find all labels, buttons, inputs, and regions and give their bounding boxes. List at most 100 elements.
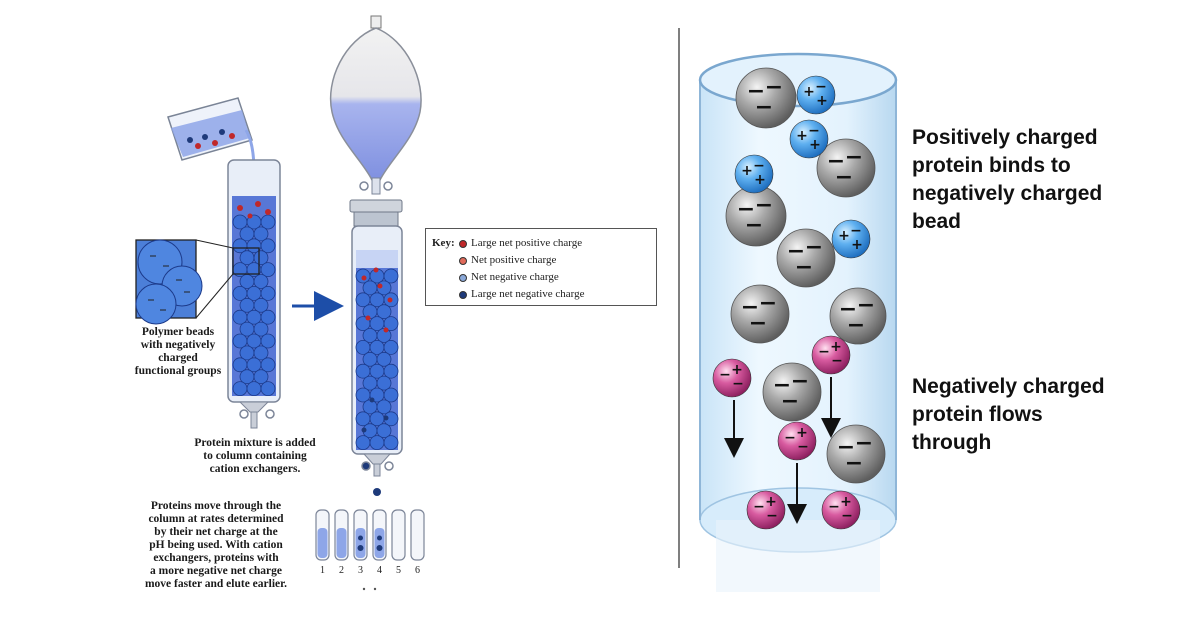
negative-bead: −−− [829,287,887,345]
polymer-bead [260,333,276,349]
elution-caption-line: pH being used. With cation [149,539,283,551]
charge-sign: − [827,149,845,174]
collection-tube [372,509,387,561]
key-swatch [459,274,467,282]
charge-sign: − [755,95,773,120]
positive-label-line: Positively charged [912,126,1098,149]
charge-sign: − [845,145,863,170]
charge-sign: − [753,158,765,174]
polymer-bead [383,339,399,355]
collection-tubes [315,509,425,561]
charge-sign: − [845,451,863,476]
polymer-bead [383,268,399,284]
charge-sign: − [753,499,765,515]
elution-caption: Proteins move through the column at rate… [128,500,304,591]
charge-sign: + [731,362,743,378]
key-swatch [459,257,467,265]
key-item-label: Large net negative charge [471,288,585,300]
key-title: Key: [432,237,455,249]
tube-number: 1 [320,565,325,576]
charge-sign: − [850,223,862,239]
polymer-bead [383,316,399,332]
charge-sign: − [773,373,791,398]
mixture-caption-line: Protein mixture is added [194,437,316,449]
beads-caption-line: charged [158,352,198,364]
polymer-bead [355,435,371,451]
polymer-bead [376,399,392,415]
charge-sign: − [755,193,773,218]
polymer-bead [260,238,276,254]
key-item: Large net negative charge [459,288,585,300]
charge-sign: − [747,79,765,104]
beads-caption-line: functional groups [134,365,222,377]
negative-protein: −+− [821,490,861,530]
collection-tube [315,509,330,561]
charge-sign: + [838,228,850,244]
polymer-bead [253,297,269,313]
key-swatch [459,240,467,248]
polymer-bead [369,435,385,451]
ion-exchange-column-left [227,159,281,429]
key-item-label: Net positive charge [471,254,557,266]
collection-tube [353,509,368,561]
charge-sign: + [840,494,852,510]
polymer-bead [376,351,392,367]
negative-bead: −−− [730,284,790,344]
charge-sign: − [841,508,853,524]
charge-sign: − [787,239,805,264]
charge-sign: − [855,431,873,456]
positive-label-line: protein binds to [912,154,1071,177]
polymer-bead [260,262,276,278]
positive-protein: +−+ [831,219,871,259]
charge-sign: − [857,293,875,318]
negative-protein: −+− [746,490,786,530]
charge-sign: − [837,435,855,460]
polymer-bead [260,285,276,301]
elution-caption-line: column at rates determined [148,513,284,525]
charge-sign: − [745,213,763,238]
charge-sign: − [791,369,809,394]
beads-caption: Polymer beads with negatively charged fu… [118,326,238,378]
charge-sign: − [759,291,777,316]
polymer-bead [376,304,392,320]
key-item-label: Large net positive charge [471,237,583,249]
charge-sign: − [808,123,820,139]
charge-sign: − [784,430,796,446]
separatory-funnel [329,15,422,227]
negative-label-line: Negatively charged [912,375,1105,398]
beads-caption-line: with negatively [140,339,216,351]
positive-label-line: negatively charged [912,182,1103,205]
charge-sign: + [809,137,821,153]
key-item: Net negative charge [459,271,559,283]
elution-caption-line: a more negative net charge [150,565,282,577]
negative-protein: −+− [811,335,851,375]
charge-sign: + [796,425,808,441]
charge-sign: − [805,235,823,260]
polymer-bead [253,369,269,385]
elution-caption-line: Proteins move through the [150,500,282,512]
polymer-bead [232,381,248,397]
negative-protein: −+− [712,358,752,398]
charge-sign: + [765,494,777,510]
polymer-bead [253,321,269,337]
polymer-bead [260,357,276,373]
charge-sign: + [803,84,815,100]
collection-tube [410,509,425,561]
polymer-bead [376,375,392,391]
negative-bead: −−− [735,67,797,129]
beads-caption-line: Polymer beads [141,326,215,338]
mixture-caption-line: to column containing [203,450,307,462]
negative-bead: −−− [776,228,836,288]
positive-protein: +−+ [734,154,774,194]
polymer-bead [253,345,269,361]
charge-sign: − [766,508,778,524]
charge-sign: − [815,79,827,95]
charge-sign: − [765,75,783,100]
negative-protein: −+− [777,421,817,461]
key-swatch [459,291,467,299]
charge-sign: − [828,499,840,515]
positive-binding-label: Positively charged protein binds to nega… [912,124,1192,236]
tube-number: 3 [358,565,363,576]
negative-bead: −−− [816,138,876,198]
polymer-bead [246,381,262,397]
